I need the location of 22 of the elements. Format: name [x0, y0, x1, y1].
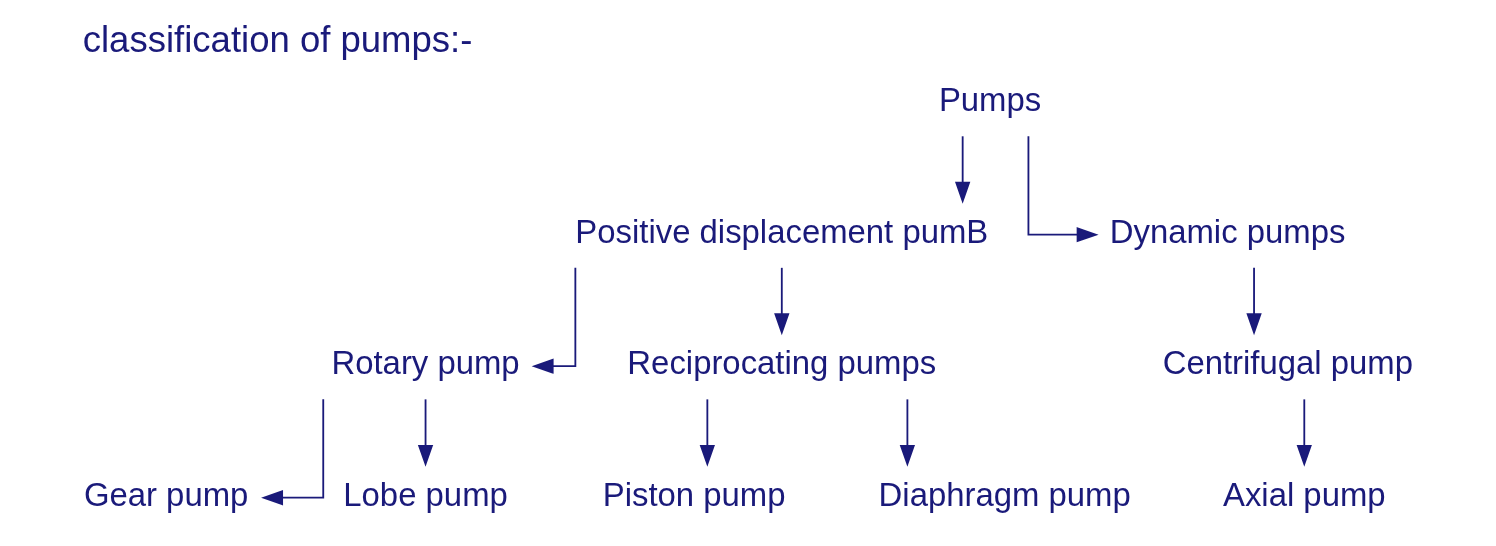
arrow	[531, 266, 577, 374]
node-text: Dynamic pumps	[1109, 212, 1346, 250]
node-text: Gear pump	[83, 475, 249, 513]
arrow	[417, 398, 434, 467]
node-text: Rotary pump	[331, 344, 520, 382]
node-text: Lobe pump	[343, 475, 508, 513]
arrow	[1027, 135, 1099, 243]
arrow	[1246, 266, 1262, 336]
node-text: Piston pump	[602, 475, 786, 513]
arrow	[261, 398, 325, 506]
arrow	[955, 135, 971, 204]
node-text: Axial pump	[1222, 475, 1386, 513]
arrow	[699, 398, 716, 467]
node-text: Reciprocating pumps	[627, 344, 937, 382]
node-text: Positive displacement pumB	[575, 212, 989, 250]
arrow	[774, 266, 790, 336]
node-text: Diaphragm pump	[878, 475, 1131, 513]
node-text: Pumps	[938, 81, 1042, 119]
node-text: Centrifugal pump	[1162, 344, 1414, 382]
arrow	[899, 398, 916, 467]
diagram-title: classification of pumps:-	[82, 18, 473, 60]
arrow	[1296, 398, 1312, 467]
